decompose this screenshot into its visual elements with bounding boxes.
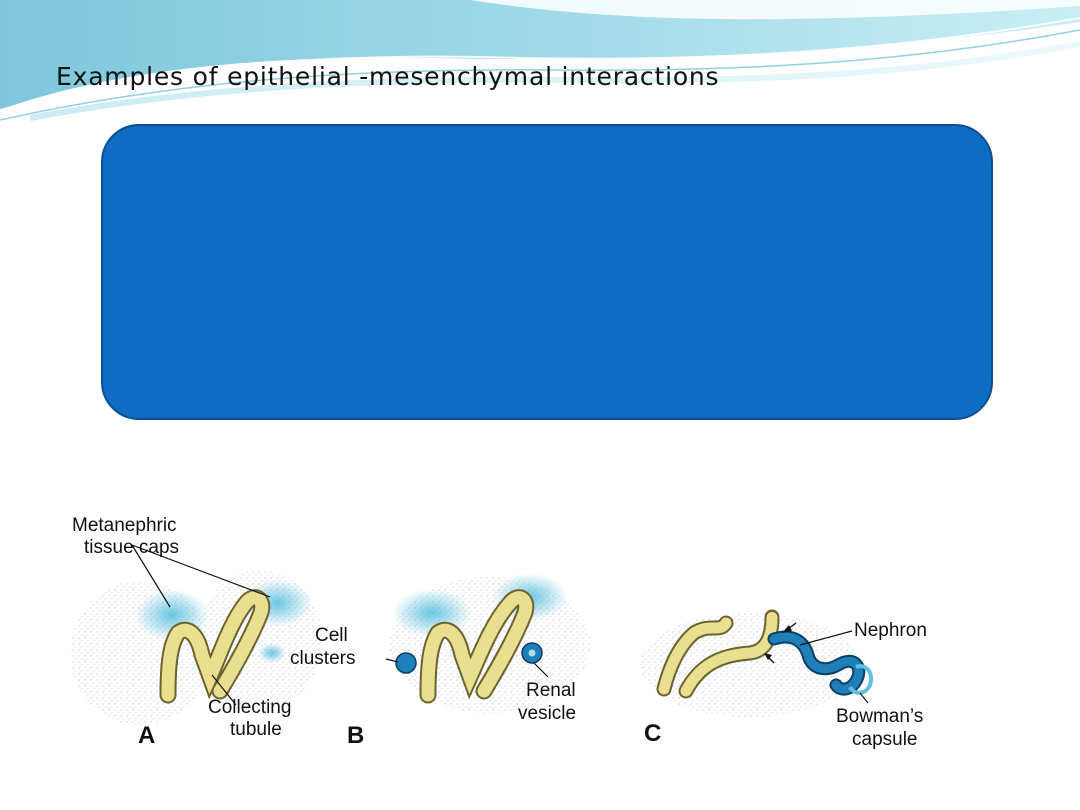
panel-a: Metanephric tissue caps Collecting tubul…: [70, 515, 322, 749]
label-tubule: tubule: [230, 719, 282, 740]
label-renal: Renal: [526, 680, 576, 701]
panel-c: Nephron Bowman’s capsule C: [640, 609, 927, 750]
label-tissue-caps: tissue caps: [84, 537, 179, 558]
label-bowmans: Bowman’s: [836, 706, 923, 727]
slide-title: Examples of epithelial -mesenchymal inte…: [56, 62, 720, 91]
label-clusters: clusters: [290, 648, 355, 669]
content-box: [101, 124, 993, 420]
panel-letter-c: C: [644, 720, 661, 747]
label-metanephric: Metanephric: [72, 515, 177, 536]
nephron-development-diagram: Metanephric tissue caps Collecting tubul…: [70, 515, 927, 750]
label-cell: Cell: [315, 625, 348, 646]
label-nephron: Nephron: [854, 620, 927, 641]
label-vesicle: vesicle: [518, 703, 576, 724]
panel-letter-a: A: [138, 722, 155, 749]
bowmans-capsule: [848, 664, 873, 695]
panel-b: Cell clusters Renal vesicle B: [290, 573, 590, 749]
header-wave-decoration: [0, 0, 1080, 121]
label-capsule: capsule: [852, 729, 918, 750]
mesenchyme-cap: [258, 643, 286, 663]
cell-cluster: [395, 652, 417, 674]
panel-letter-b: B: [347, 722, 364, 749]
label-collecting: Collecting: [208, 697, 291, 718]
